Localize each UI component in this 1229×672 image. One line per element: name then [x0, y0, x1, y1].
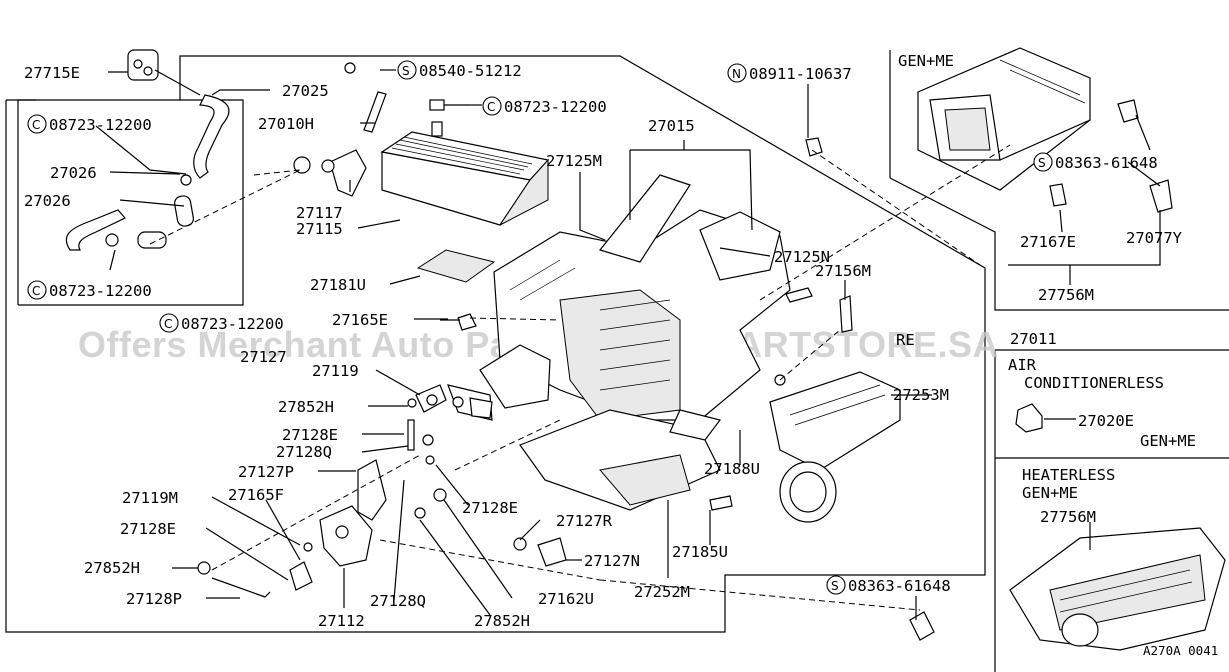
bolt-ref-code: 08723-12200 [49, 116, 152, 134]
bolt-ref-code: 08540-51212 [419, 62, 522, 80]
bolt-top-illustration [429, 99, 470, 111]
dashed-lines [149, 144, 1011, 611]
part-label: 27125N [774, 248, 830, 266]
part-label: 27011 [1010, 330, 1057, 348]
bolt-ref-circles: S C C C C N S S [27, 60, 1053, 595]
main-housing-illustration [479, 174, 791, 511]
gen-me-note: GEN+ME [1140, 432, 1196, 450]
parts-drawings [65, 47, 1226, 651]
part-label: 27010H [258, 115, 314, 133]
fragment-label: RE [896, 331, 915, 349]
hose-assembly-illustration [65, 94, 230, 251]
part-label: 27128P [126, 590, 182, 608]
part-label: 27185U [672, 543, 728, 561]
part-labels: 27715E 27025 27010H 27026 27026 27117 27… [24, 64, 1183, 630]
c-circle-icon [482, 96, 502, 116]
gen-me-blower-illustration [917, 47, 1091, 191]
bolt-ref-code: 08911-10637 [749, 65, 852, 83]
part-label: 27015 [648, 117, 695, 135]
bolt-ref-prefix: C [32, 284, 40, 298]
bolt-ref-prefix: C [164, 317, 172, 331]
part-label: 27167E [1020, 233, 1076, 251]
n-circle-icon [727, 63, 747, 83]
part-label: 27020E [1078, 412, 1134, 430]
filter-27181u-illustration [416, 249, 496, 283]
variant-notes: GEN+ME AIR CONDITIONERLESS GEN+ME HEATER… [898, 52, 1196, 502]
part-label: 27127P [238, 463, 294, 481]
part-label: 27115 [296, 220, 343, 238]
part-label: 27715E [24, 64, 80, 82]
part-label: 27181U [310, 276, 366, 294]
grommet-27715e-illustration [127, 49, 159, 81]
part-label: 27162U [538, 590, 594, 608]
linkage-parts-illustration [197, 287, 853, 598]
part-label: 27128E [282, 426, 338, 444]
gen-me-note: GEN+ME [898, 52, 954, 70]
part-label: 27128E [462, 499, 518, 517]
bolt-ref-code: 08363-61648 [1055, 154, 1158, 172]
heaterless-note-line1: HEATERLESS [1022, 466, 1115, 484]
part-label: 27156M [815, 262, 871, 280]
air-cond-note-line1: AIR [1008, 356, 1037, 374]
part-label: 27119 [312, 362, 359, 380]
pin-27010h-illustration [344, 62, 387, 133]
s-circle-icon [826, 575, 846, 595]
part-label: 27165E [332, 311, 388, 329]
bolt-ref-prefix: C [487, 100, 495, 114]
evaporator-27115-illustration [380, 121, 550, 226]
heaterless-unit-illustration [1009, 527, 1226, 651]
bolt-ref-codes: 08540-51212 08723-12200 08723-12200 0872… [49, 62, 1158, 595]
bolt-ref-code: 08723-12200 [504, 98, 607, 116]
part-label: 27253M [893, 386, 949, 404]
bolt-ref-prefix: N [732, 67, 741, 81]
leader-lines [95, 69, 1161, 620]
part-label: 27852H [84, 559, 140, 577]
part-label: 27127N [584, 552, 640, 570]
bolt-ref-code: 08363-61648 [848, 577, 951, 595]
c-circle-icon [27, 114, 47, 134]
part-label: 27252M [634, 583, 690, 601]
part-label: 27756M [1038, 286, 1094, 304]
bolt-ref-prefix: C [32, 118, 40, 132]
s-circle-icon [1033, 152, 1053, 172]
part-label: 27165F [228, 486, 284, 504]
bolt-ref-prefix: S [831, 579, 839, 593]
c-circle-icon [159, 313, 179, 333]
valve-27117-illustration [293, 149, 367, 197]
part-label: 27128Q [370, 592, 426, 610]
part-label: 27756M [1040, 508, 1096, 526]
heaterless-note-line2: GEN+ME [1022, 484, 1078, 502]
part-label: 27119M [122, 489, 178, 507]
bolt-ref-code: 08723-12200 [181, 315, 284, 333]
part-label: 27077Y [1126, 229, 1183, 247]
air-cond-note-line2: CONDITIONERLESS [1024, 374, 1164, 392]
c-circle-icon [27, 280, 47, 300]
part-label: 27852H [278, 398, 334, 416]
bolt-ref-code: 08723-12200 [49, 282, 152, 300]
s-circle-icon [397, 60, 417, 80]
part-label: 27128Q [276, 443, 332, 461]
bolt-ref-prefix: S [1038, 156, 1046, 170]
part-label: 27852H [474, 612, 530, 630]
part-label: 27112 [318, 612, 365, 630]
part-label: 27127 [240, 348, 287, 366]
bolt-ref-prefix: S [402, 64, 410, 78]
part-label: 27188U [704, 460, 760, 478]
duct-27253m-illustration [769, 371, 901, 523]
part-label: 27125M [546, 152, 602, 170]
part-label: 27026 [50, 164, 97, 182]
part-label: 27117 [296, 204, 343, 222]
part-label: 27127R [556, 512, 613, 530]
diagram-code: A270A 0041 [1143, 643, 1218, 658]
part-label: 27025 [282, 82, 329, 100]
part-label: 27128E [120, 520, 176, 538]
part-label: 27026 [24, 192, 71, 210]
